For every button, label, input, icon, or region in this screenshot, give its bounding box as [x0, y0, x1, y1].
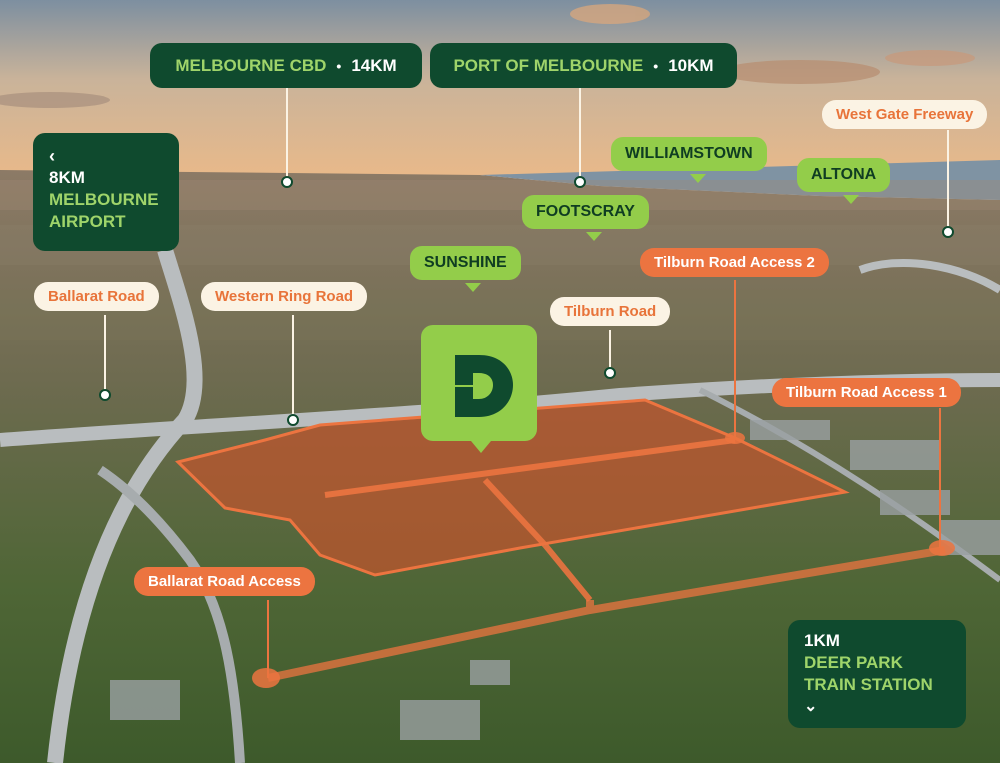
port-of-melbourne-distance: 10KM [668, 55, 714, 75]
development-site [175, 398, 850, 577]
train-name-line2: TRAIN STATION [804, 675, 933, 694]
williamstown-label: WILLIAMSTOWN [611, 137, 767, 171]
melbourne-cbd-label: MELBOURNE CBD • 14KM [150, 43, 422, 88]
melbourne-cbd-name: MELBOURNE CBD [175, 55, 327, 75]
port-of-melbourne-name: PORT OF MELBOURNE [453, 55, 644, 75]
d-logo-mark [455, 355, 513, 417]
altona-label: ALTONA [797, 158, 891, 192]
tilburn-road-text: Tilburn Road [564, 303, 657, 320]
footscray-text: FOOTSCRAY [536, 203, 635, 220]
train-name-line1: DEER PARK [804, 653, 903, 672]
sunshine-text: SUNSHINE [424, 254, 507, 271]
altona-pointer [843, 195, 859, 204]
west-gate-freeway-label: West Gate Freeway [822, 100, 988, 129]
williamstown-pointer [690, 174, 706, 183]
port-of-melbourne-label: PORT OF MELBOURNE • 10KM [430, 43, 737, 88]
separator-dot: • [336, 57, 342, 74]
ballarat-road-access-label: Ballarat Road Access [134, 567, 315, 596]
ballarat-road-label: Ballarat Road [34, 282, 159, 311]
airport-name-line2: AIRPORT [49, 212, 126, 231]
altona-text: ALTONA [811, 166, 877, 183]
tilburn-access-1-text: Tilburn Road Access 1 [786, 384, 947, 401]
chevron-down-icon: ⌄ [804, 698, 818, 715]
train-station-label: 1KM DEER PARK TRAIN STATION ⌄ [788, 620, 966, 728]
western-ring-road-label: Western Ring Road [201, 282, 368, 311]
ballarat-road-text: Ballarat Road [48, 288, 145, 305]
tilburn-road-label: Tilburn Road [550, 297, 671, 326]
d-logo-icon [421, 325, 537, 441]
clouds [0, 4, 975, 108]
airport-distance: 8KM [49, 168, 85, 187]
sunshine-pointer [465, 283, 481, 292]
sunshine-label: SUNSHINE [410, 246, 521, 280]
logo-pointer [471, 441, 491, 453]
airport-label: ‹ 8KM MELBOURNE AIRPORT [33, 133, 179, 251]
tilburn-access-2-text: Tilburn Road Access 2 [654, 254, 815, 271]
chevron-left-icon: ‹ [49, 146, 55, 166]
separator-dot: • [653, 57, 659, 74]
williamstown-text: WILLIAMSTOWN [625, 145, 753, 162]
airport-name-line1: MELBOURNE [49, 190, 159, 209]
ballarat-road-access-text: Ballarat Road Access [148, 573, 301, 590]
west-gate-freeway-text: West Gate Freeway [836, 106, 974, 123]
western-ring-road-text: Western Ring Road [215, 288, 354, 305]
tilburn-access-2-label: Tilburn Road Access 2 [640, 248, 829, 277]
melbourne-cbd-distance: 14KM [351, 55, 397, 75]
footscray-label: FOOTSCRAY [522, 195, 649, 229]
footscray-pointer [586, 232, 602, 241]
tilburn-access-1-label: Tilburn Road Access 1 [772, 378, 961, 407]
train-distance: 1KM [804, 631, 840, 650]
